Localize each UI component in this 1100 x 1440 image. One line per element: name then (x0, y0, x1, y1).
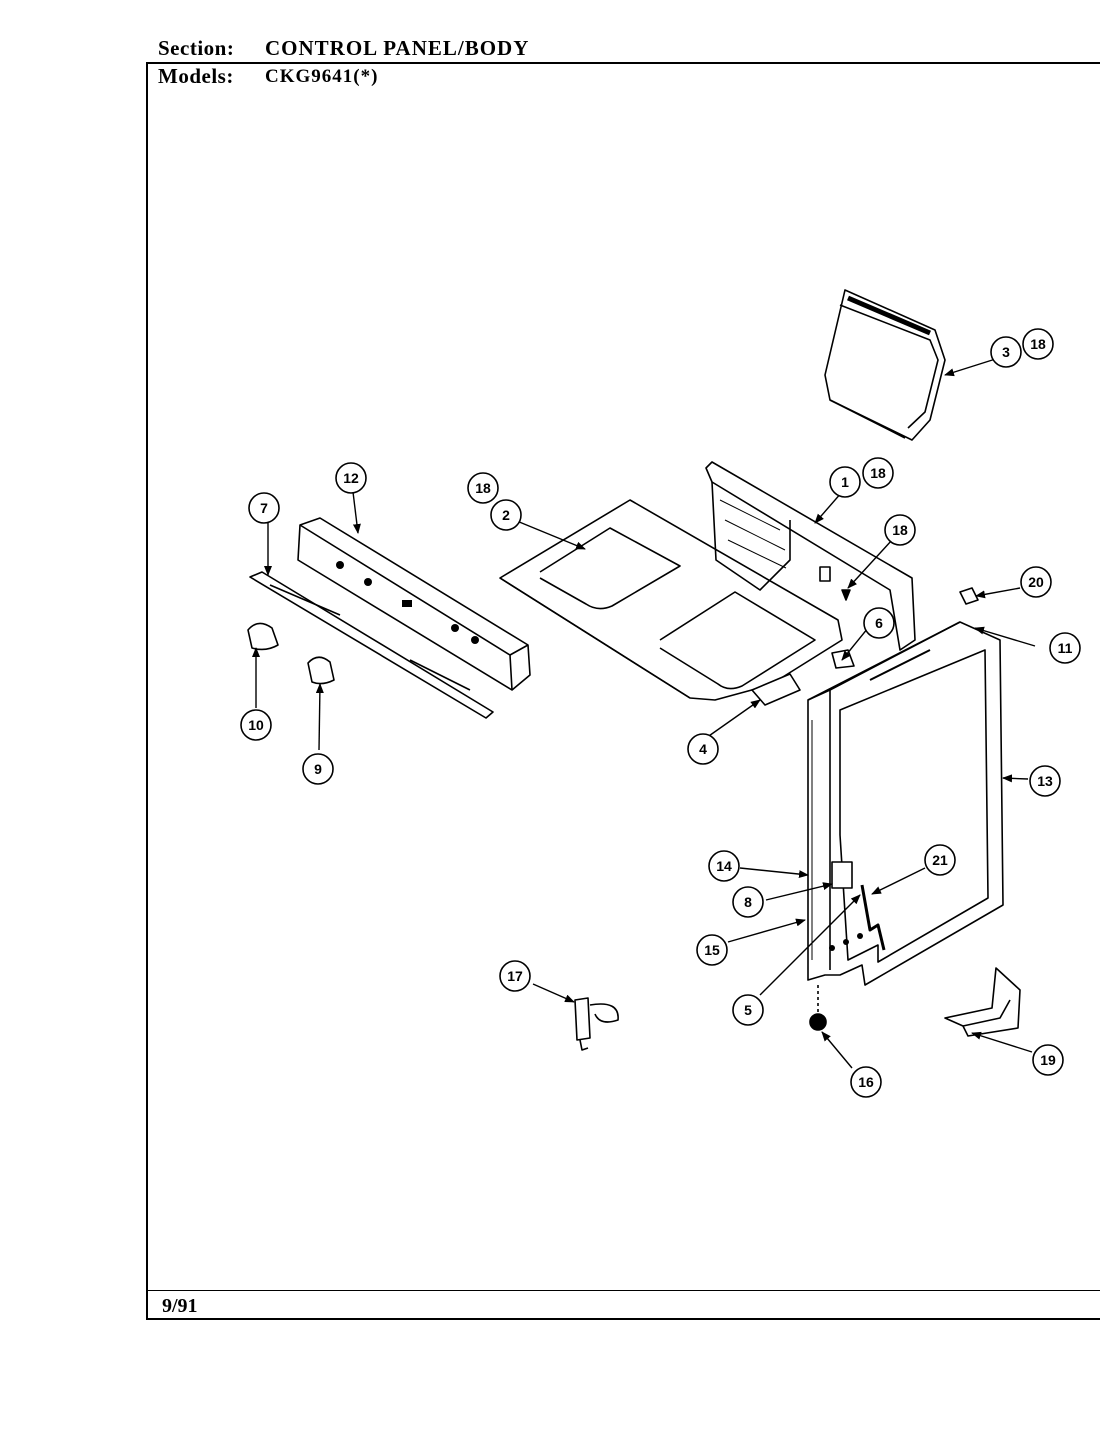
callout-number: 15 (704, 942, 720, 958)
callout-circle (302, 753, 334, 785)
callout-circle (467, 472, 499, 504)
callout-14: 14 (708, 850, 740, 882)
callout-number: 4 (699, 741, 707, 757)
callout-10: 10 (240, 709, 272, 741)
callout-18d: 18 (884, 514, 916, 546)
latch-part (574, 997, 619, 1051)
page-frame (146, 62, 1100, 1320)
callout-group: 1 18 2 18 3 18 4 5 6 7 8 9 10 11 12 13 14 15 16 17 18 19 20 21 (240, 328, 1081, 1098)
callout-circle (990, 336, 1022, 368)
callout-8: 8 (732, 886, 764, 918)
callout-circle (708, 850, 740, 882)
callout-19: 19 (1032, 1044, 1064, 1076)
callout-number: 1 (841, 474, 849, 490)
models-label: Models: (158, 64, 234, 88)
control-panel-part (297, 517, 531, 691)
callout-circle (884, 514, 916, 546)
callout-circle (1022, 328, 1054, 360)
callout-number: 13 (1037, 773, 1053, 789)
callout-4: 4 (687, 733, 719, 765)
front-frame-part (807, 621, 1004, 986)
callout-number: 19 (1040, 1052, 1056, 1068)
callout-number: 20 (1028, 574, 1044, 590)
callout-21: 21 (924, 844, 956, 876)
callout-number: 8 (744, 894, 752, 910)
callout-number: 18 (870, 465, 886, 481)
callout-circle (499, 960, 531, 992)
callout-12: 12 (335, 462, 367, 494)
callout-circle (862, 457, 894, 489)
callout-16: 16 (850, 1066, 882, 1098)
callout-circle (829, 466, 861, 498)
callout-circle (1049, 632, 1081, 664)
callout-circle (696, 934, 728, 966)
callout-number: 14 (716, 858, 732, 874)
callout-number: 11 (1058, 640, 1073, 656)
callout-number: 18 (892, 522, 908, 538)
callout-7: 7 (248, 492, 280, 524)
callout-circle (335, 462, 367, 494)
callout-circle (863, 607, 895, 639)
callout-circle (248, 492, 280, 524)
callout-circle (1032, 1044, 1064, 1076)
bumper-part (959, 587, 979, 605)
callout-circle (924, 844, 956, 876)
callout-circle (240, 709, 272, 741)
section-title: CONTROL PANEL/BODY (265, 36, 530, 60)
callout-20: 20 (1020, 566, 1052, 598)
callout-15: 15 (696, 934, 728, 966)
callout-3: 3 (990, 336, 1022, 368)
callout-number: 3 (1002, 344, 1010, 360)
callout-circle (490, 499, 522, 531)
rear-vent-panel-part (824, 289, 946, 441)
leader-lines (252, 355, 1036, 1069)
callout-13: 13 (1029, 765, 1061, 797)
models-value: CKG9641(*) (265, 66, 379, 87)
burner-knob-part (247, 622, 335, 685)
leveling-foot-part (809, 1013, 827, 1031)
spring-part (860, 884, 886, 951)
callout-number: 2 (502, 507, 510, 523)
callout-5: 5 (732, 994, 764, 1026)
section-label: Section: (158, 36, 235, 60)
revision-date: 9/91 (162, 1295, 198, 1317)
callout-18b: 18 (467, 472, 499, 504)
callout-17: 17 (499, 960, 531, 992)
callout-6: 6 (863, 607, 895, 639)
callout-number: 6 (875, 615, 883, 631)
callout-number: 7 (260, 500, 268, 516)
callout-number: 5 (744, 1002, 752, 1018)
callout-circle (687, 733, 719, 765)
callout-number: 21 (932, 852, 948, 868)
callout-number: 12 (343, 470, 359, 486)
callout-11: 11 (1049, 632, 1081, 664)
callout-number: 10 (248, 717, 264, 733)
callout-1: 1 (829, 466, 861, 498)
callout-number: 9 (314, 761, 322, 777)
callout-circle (850, 1066, 882, 1098)
callout-circle (732, 994, 764, 1026)
callout-9: 9 (302, 753, 334, 785)
screw-part (841, 589, 851, 601)
angle-bracket-part (944, 967, 1021, 1037)
rear-body-part (705, 461, 916, 651)
callout-circle (1029, 765, 1061, 797)
callout-number: 16 (858, 1074, 874, 1090)
callout-number: 18 (1030, 336, 1046, 352)
callout-number: 17 (507, 968, 523, 984)
callout-circle (1020, 566, 1052, 598)
callout-2: 2 (490, 499, 522, 531)
callout-number: 18 (475, 480, 491, 496)
footer-rule (146, 1290, 1100, 1291)
maintop-part (499, 499, 843, 701)
trim-strip-part (249, 571, 494, 719)
callout-18a: 18 (862, 457, 894, 489)
callout-18c: 18 (1022, 328, 1054, 360)
callout-circle (732, 886, 764, 918)
